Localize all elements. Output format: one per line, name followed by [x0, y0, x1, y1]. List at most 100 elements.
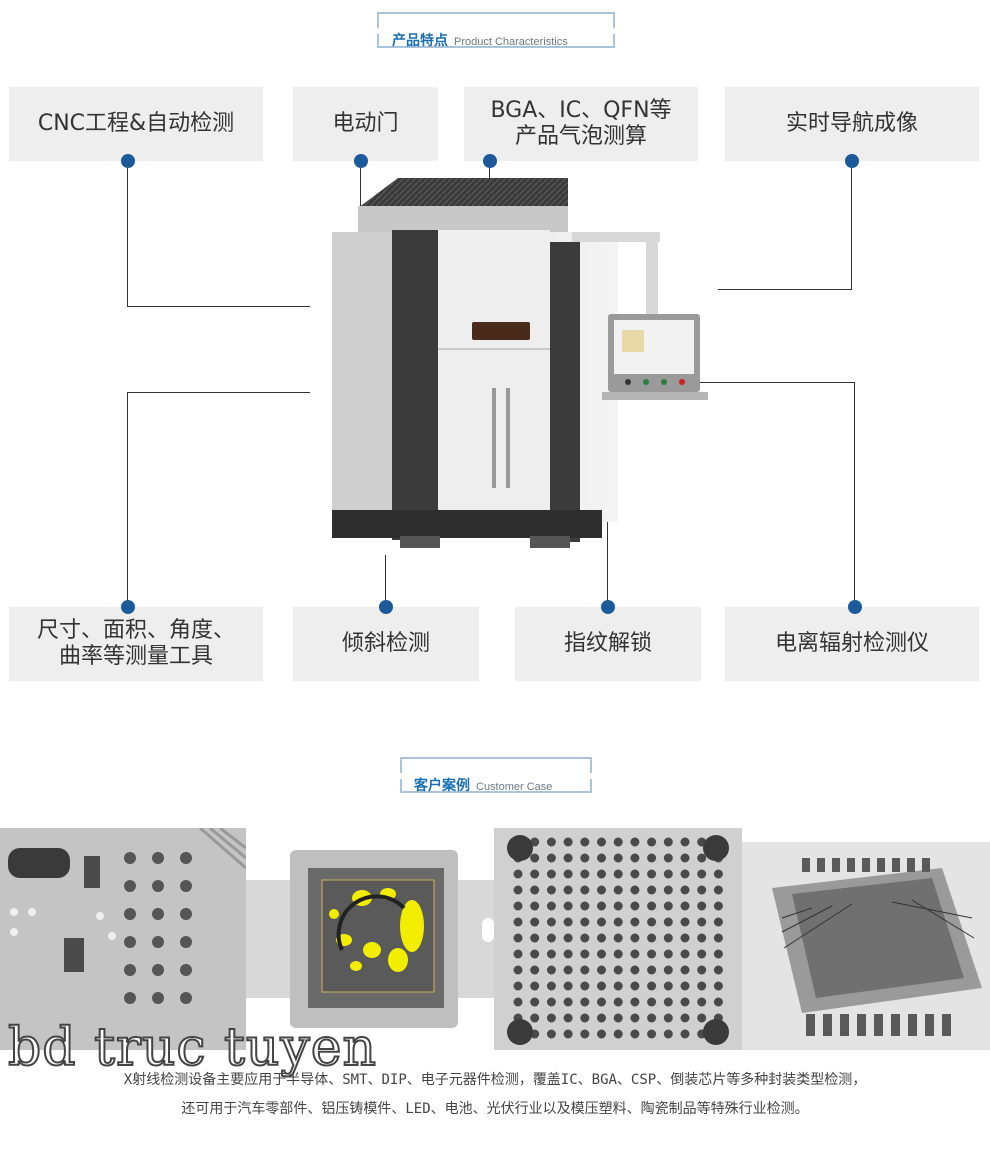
bga-ball [597, 1029, 606, 1039]
connector-line [700, 382, 855, 383]
bga-ball [580, 1013, 590, 1023]
bga-ball [580, 1029, 590, 1039]
bga-ball [630, 901, 640, 911]
bga-ball [663, 997, 673, 1007]
bga-ball [563, 885, 573, 895]
feature-tilt-detection: 倾斜检测 [293, 607, 479, 681]
bga-ball [513, 965, 523, 975]
qfn-lead [847, 858, 855, 872]
qfn-lead [907, 858, 915, 872]
bga-ball [613, 869, 623, 879]
bga-ball [697, 869, 707, 879]
bga-ball [580, 837, 590, 847]
bga-ball [597, 837, 606, 847]
bga-ball [563, 853, 573, 863]
bga-ball [663, 853, 673, 863]
bga-ball [647, 933, 657, 943]
bga-ball [697, 917, 707, 927]
watermark: bd truc tuyen [7, 1017, 378, 1079]
description-line-1: X射线检测设备主要应用于半导体、SMT、DIP、电子元器件检测，覆盖IC、BGA… [123, 1072, 867, 1088]
bga-ball [563, 1013, 573, 1023]
bga-ball [530, 901, 540, 911]
bga-ball [680, 997, 690, 1007]
feature-electric-door: 电动门 [293, 87, 438, 161]
bga-ball [580, 965, 590, 975]
bga-ball [713, 965, 723, 975]
bga-ball [713, 981, 723, 991]
bga-ball [647, 1029, 657, 1039]
case-image-chip-voids [246, 828, 494, 1050]
bga-ball [713, 885, 723, 895]
bga-ball [530, 837, 540, 847]
bga-ball [680, 933, 690, 943]
qfn-lead [823, 1014, 832, 1036]
customer-case-gallery [0, 828, 990, 1050]
xray-machine-image [332, 178, 708, 548]
bga-ball [697, 949, 707, 959]
bga-ball [580, 933, 590, 943]
bga-ball [663, 1029, 673, 1039]
qfn-lead [874, 1014, 883, 1036]
bga-ball [663, 917, 673, 927]
connector-line [127, 306, 310, 307]
bga-ball [697, 885, 707, 895]
feature-label: 指纹解锁 [563, 631, 652, 656]
qfn-lead [862, 858, 870, 872]
title-bracket-top [400, 757, 592, 773]
connector-line [854, 382, 855, 600]
bga-ball [647, 1013, 657, 1023]
bga-ball [680, 981, 690, 991]
bga-ball [597, 853, 606, 863]
qfn-lead [832, 858, 840, 872]
connector-line [360, 168, 361, 208]
connector-dot [354, 154, 368, 168]
bga-ball [647, 917, 657, 927]
bga-ball [613, 933, 623, 943]
bga-ball [663, 1013, 673, 1023]
bga-ball [513, 949, 523, 959]
bga-ball [680, 885, 690, 895]
bga-ball [546, 965, 556, 975]
bga-ball [713, 917, 723, 927]
connector-dot [121, 600, 135, 614]
feature-realtime-navigation: 实时导航成像 [725, 87, 979, 161]
bga-ball [563, 981, 573, 991]
qfn-lead [892, 858, 900, 872]
bga-ball [580, 853, 590, 863]
bga-ball [597, 885, 606, 895]
bga-ball [597, 949, 606, 959]
qfn-lead [908, 1014, 917, 1036]
connector-line [127, 392, 128, 600]
bga-ball [613, 917, 623, 927]
bga-ball [630, 917, 640, 927]
feature-label: CNC工程&自动检测 [37, 111, 235, 136]
feature-bga-bubble: BGA、IC、QFN等 产品气泡测算 [464, 87, 698, 161]
bga-ball [580, 949, 590, 959]
bga-ball [713, 869, 723, 879]
bga-ball [697, 901, 707, 911]
bga-ball [563, 997, 573, 1007]
connector-line [385, 555, 386, 600]
connector-dot [845, 154, 859, 168]
bga-ball [546, 885, 556, 895]
bga-ball [530, 885, 540, 895]
bga-ball [697, 853, 707, 863]
bga-ball [530, 853, 540, 863]
bga-ball [530, 949, 540, 959]
bga-ball [613, 1029, 623, 1039]
bga-ball [597, 1013, 606, 1023]
bga-ball [546, 837, 556, 847]
bga-ball [647, 949, 657, 959]
bga-ball [663, 981, 673, 991]
bga-ball [630, 997, 640, 1007]
bga-ball [563, 933, 573, 943]
bga-ball [613, 997, 623, 1007]
bga-ball [697, 1013, 707, 1023]
section-title-zh: 客户案例 [414, 778, 470, 794]
bga-ball [647, 853, 657, 863]
bga-ball [530, 981, 540, 991]
feature-label: 实时导航成像 [785, 111, 918, 136]
